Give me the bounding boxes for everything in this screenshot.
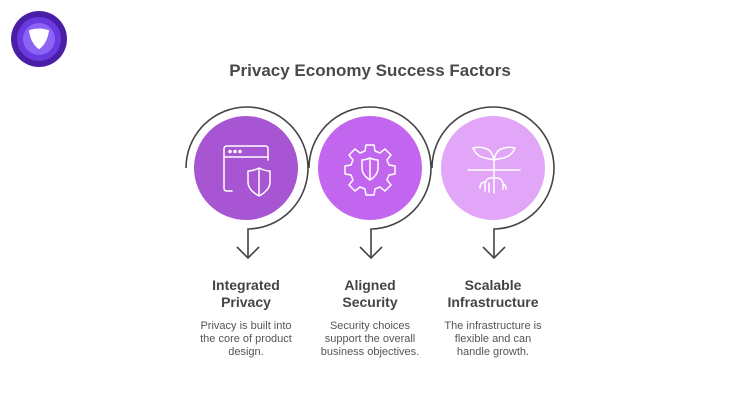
desc-line: design. <box>228 346 264 358</box>
desc-line: flexible and can <box>454 333 532 345</box>
step-description: The infrastructure is flexible and can h… <box>428 320 558 359</box>
desc-line: business objectives. <box>320 346 420 358</box>
desc-line: the core of product <box>200 333 292 345</box>
step-description: Security choices support the overall bus… <box>305 320 435 359</box>
heading-line: Security <box>342 294 398 310</box>
heading-line: Integrated <box>212 277 280 293</box>
desc-line: Security choices <box>329 320 411 332</box>
desc-line: support the overall <box>324 333 416 345</box>
desc-line: Privacy is built into <box>200 320 292 332</box>
step-2-graphic <box>308 106 432 260</box>
step-card-aligned-security: Aligned Security Security choices suppor… <box>305 277 435 359</box>
step-3-graphic <box>431 106 555 260</box>
brand-logo-icon <box>11 11 67 67</box>
step-heading: Integrated Privacy <box>181 277 311 311</box>
step-1-graphic <box>185 106 309 260</box>
gear-shield-icon <box>344 144 396 196</box>
sprout-roots-icon <box>467 146 521 194</box>
heading-line: Privacy <box>221 294 271 310</box>
desc-line: The infrastructure is <box>444 320 542 332</box>
desc-line: handle growth. <box>456 346 530 358</box>
step-card-scalable-infrastructure: Scalable Infrastructure The infrastructu… <box>428 277 558 359</box>
step-description: Privacy is built into the core of produc… <box>181 320 311 359</box>
browser-shield-icon <box>223 145 271 197</box>
heading-line: Infrastructure <box>447 294 539 310</box>
step-heading: Scalable Infrastructure <box>428 277 558 311</box>
heading-line: Aligned <box>344 277 396 293</box>
step-card-integrated-privacy: Integrated Privacy Privacy is built into… <box>181 277 311 359</box>
page-title: Privacy Economy Success Factors <box>229 61 511 80</box>
heading-line: Scalable <box>464 277 522 293</box>
step-heading: Aligned Security <box>305 277 435 311</box>
